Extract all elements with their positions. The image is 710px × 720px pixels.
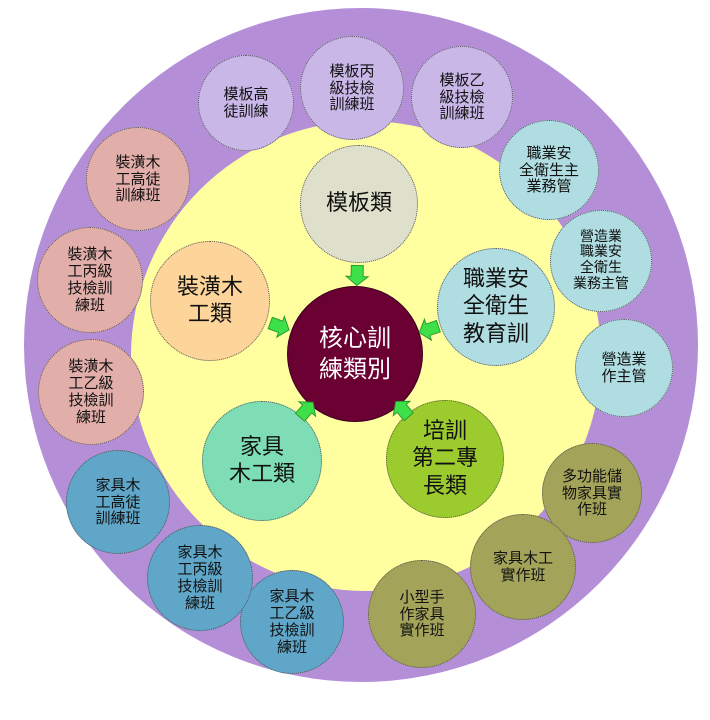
course-multi-furniture: 多功能儲 物家具實 作班 [542, 443, 642, 543]
category-safety: 職業安 全衛生 教育訓 [437, 248, 555, 366]
course-furniture-apprentice: 家具木 工高徒 訓練班 [66, 450, 170, 554]
course-label: 模板高 徒訓練 [223, 85, 269, 120]
arrow-from-furniture-icon [294, 401, 317, 422]
arrow-from-decoration-icon [267, 314, 290, 339]
course-decoration-b-grade: 裝潢木 工乙級 技檢訓 練班 [38, 339, 144, 445]
category-mold: 模板類 [300, 145, 418, 263]
course-label: 裝潢木 工乙級 技檢訓 練班 [68, 357, 114, 426]
course-furniture-b-grade: 家具木 工乙級 技檢訓 練班 [240, 570, 344, 674]
course-label: 職業安 全衛生主 業務管 [518, 143, 579, 196]
course-decoration-apprentice: 裝潢木 工高徒 訓練班 [86, 127, 190, 231]
course-label: 多功能儲 物家具實 作班 [561, 466, 622, 519]
arrow-from-safety-icon [418, 317, 441, 342]
course-safety-supervisor: 職業安 全衛生主 業務管 [499, 120, 599, 220]
category-label: 培訓 第二專 長類 [411, 418, 478, 499]
course-label: 模板丙 級技檢 訓練班 [329, 61, 375, 114]
core-category: 核心訓 練類別 [287, 286, 423, 422]
course-mold-c-grade: 模板丙 級技檢 訓練班 [300, 36, 404, 140]
course-label: 家具木 工丙級 技檢訓 練班 [177, 543, 223, 612]
course-label: 家具木 工乙級 技檢訓 練班 [269, 587, 315, 656]
category-furniture: 家具 木工類 [202, 401, 322, 521]
course-decoration-c-grade: 裝潢木 工丙級 技檢訓 練班 [37, 227, 143, 333]
course-label: 營造業 職業安 全衛生 業務主管 [573, 228, 629, 292]
course-label: 模板乙 級技檢 訓練班 [439, 70, 485, 123]
course-label: 裝潢木 工丙級 技檢訓 練班 [67, 245, 113, 314]
course-construction-manager: 營造業 作主管 [575, 319, 673, 417]
course-furniture-practice: 家具木工 實作班 [470, 514, 576, 620]
course-construction-safety: 營造業 職業安 全衛生 業務主管 [550, 210, 652, 312]
course-label: 家具木 工高徒 訓練班 [95, 475, 141, 528]
category-decoration: 裝潢木 工類 [150, 241, 270, 361]
course-label: 小型手 作家具 實作班 [399, 587, 445, 640]
course-label: 家具木工 實作班 [492, 549, 553, 584]
arrow-from-second-skill-icon [392, 400, 415, 422]
category-label: 家具 木工類 [228, 434, 295, 488]
core-label: 核心訓 練類別 [319, 323, 391, 383]
category-label: 裝潢木 工類 [176, 274, 243, 328]
course-small-furniture: 小型手 作家具 實作班 [368, 560, 476, 668]
course-label: 裝潢木 工高徒 訓練班 [115, 152, 161, 205]
course-label: 營造業 作主管 [601, 350, 647, 385]
category-label: 模板類 [325, 191, 392, 217]
course-furniture-c-grade: 家具木 工丙級 技檢訓 練班 [147, 525, 253, 631]
course-mold-b-grade: 模板乙 級技檢 訓練班 [411, 46, 513, 148]
course-mold-apprentice: 模板高 徒訓練 [198, 55, 294, 151]
category-label: 職業安 全衛生 教育訓 [462, 266, 529, 347]
arrow-from-mold-icon [344, 264, 370, 287]
